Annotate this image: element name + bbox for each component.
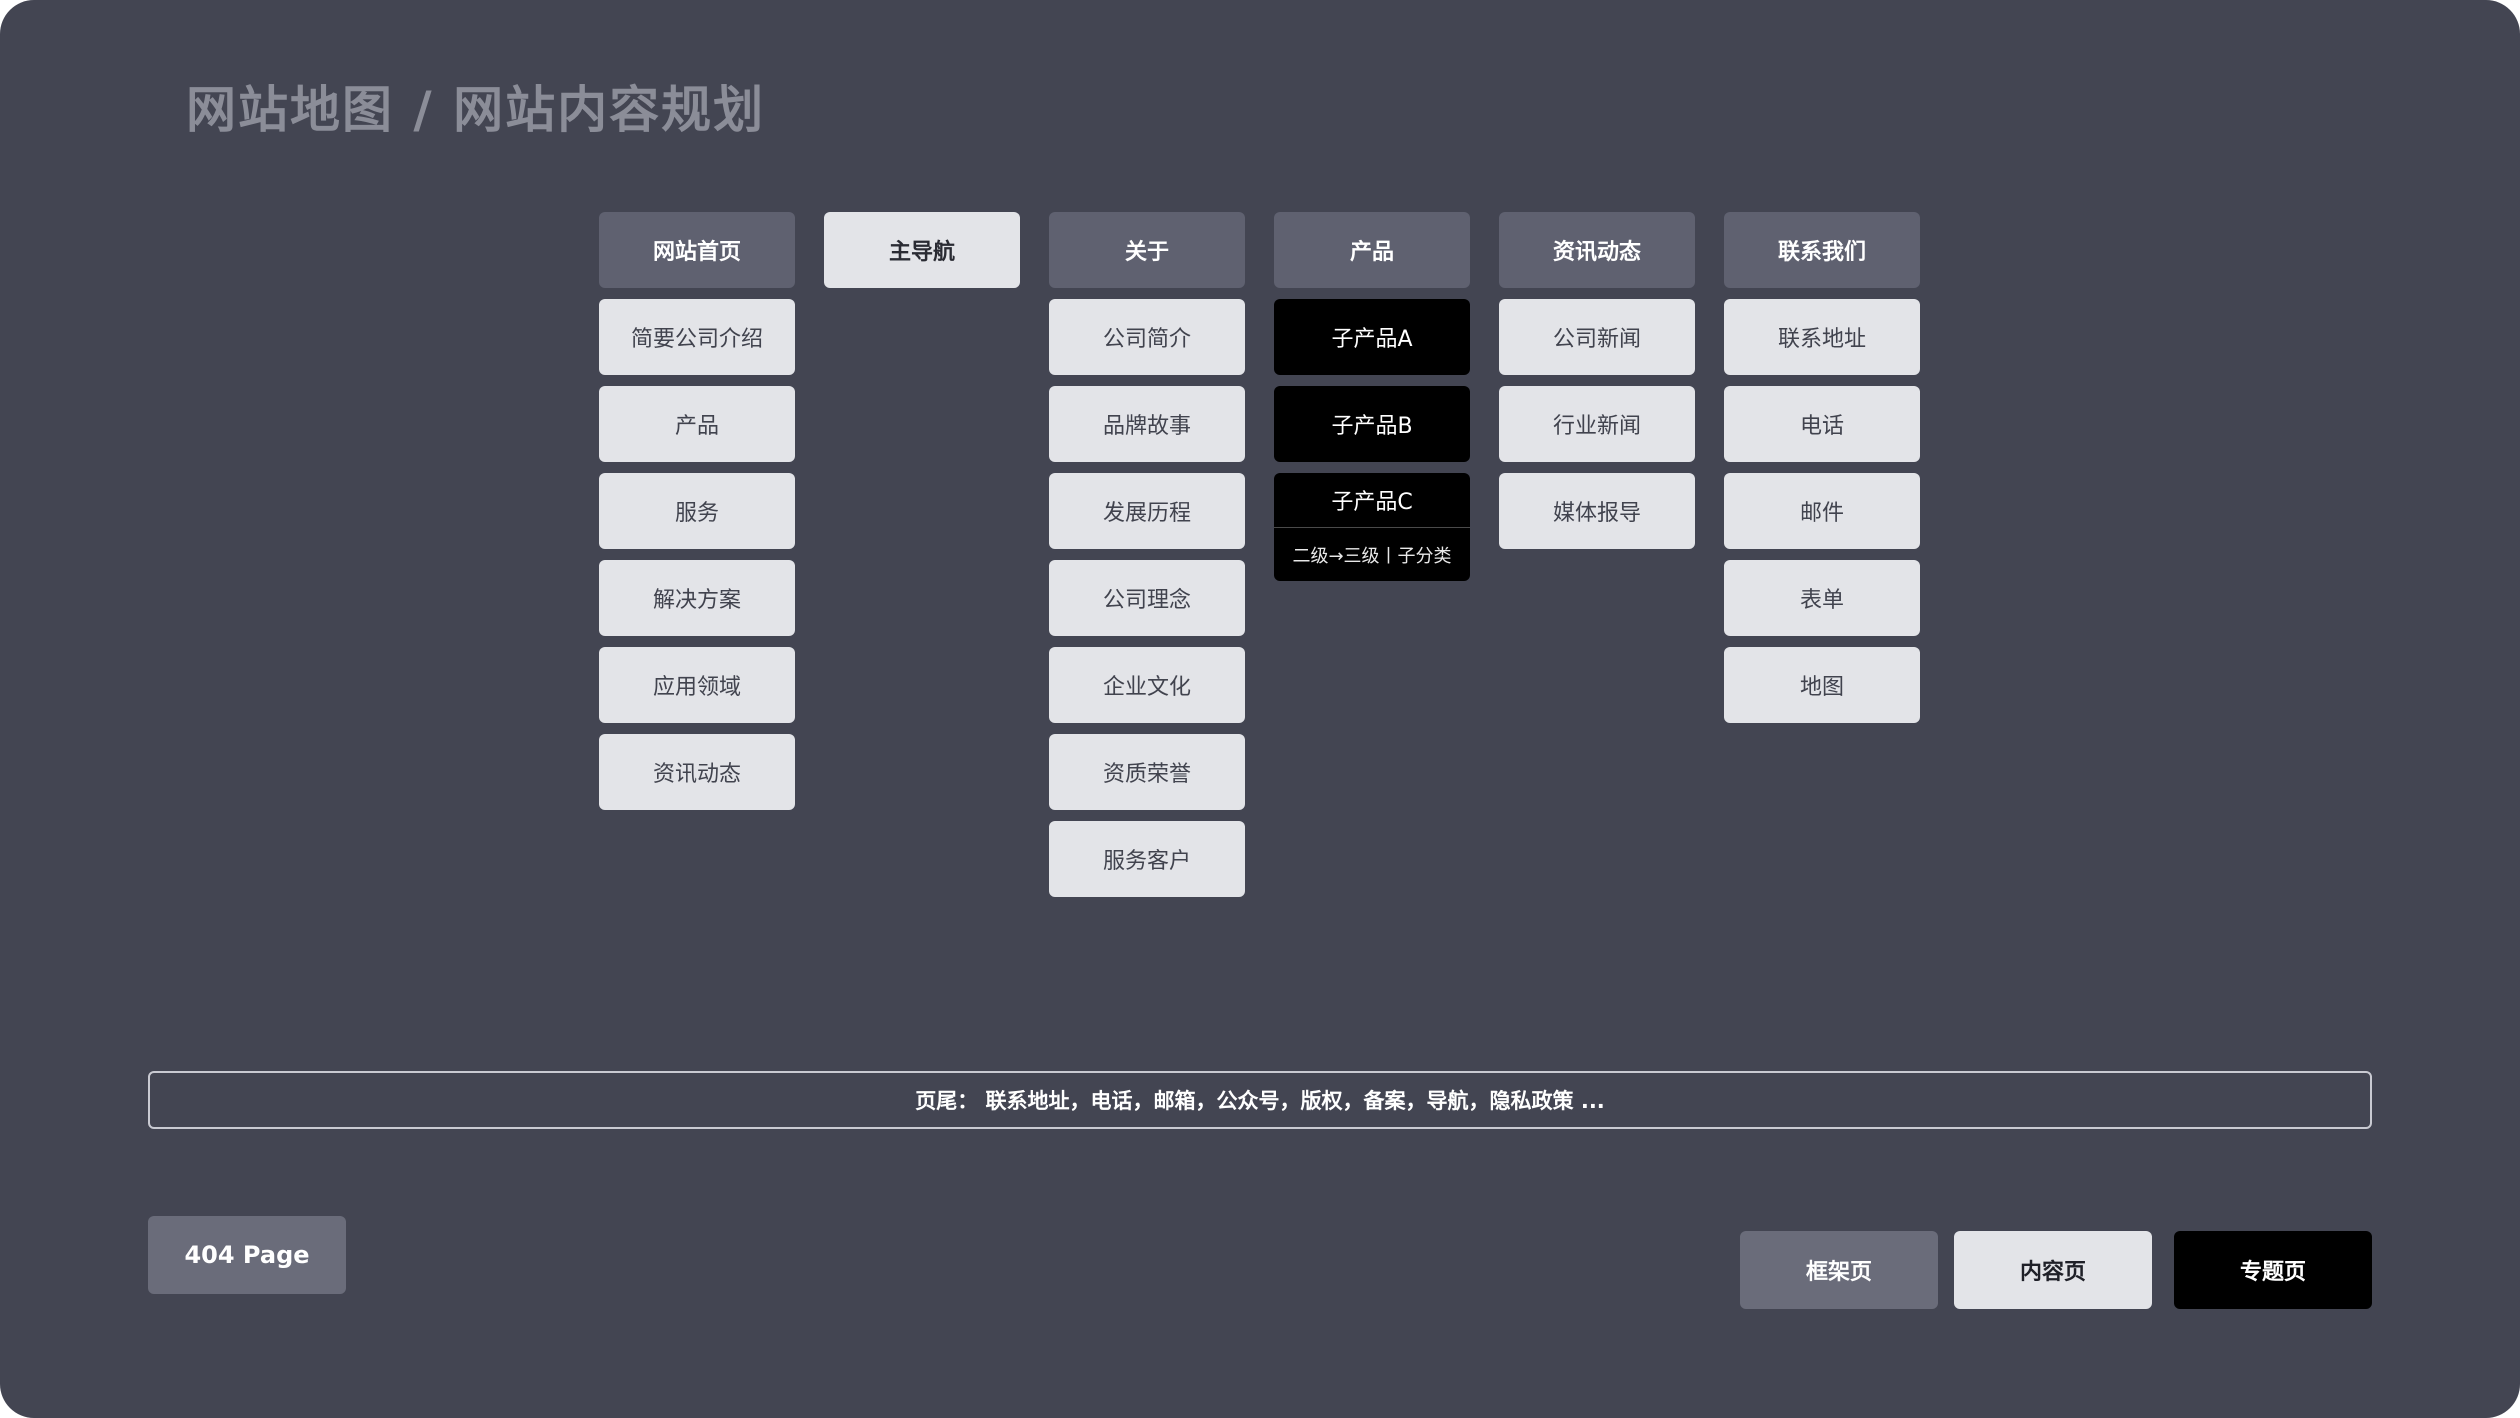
column-news: 资讯动态 公司新闻 行业新闻 媒体报导	[1499, 212, 1695, 560]
column-home: 网站首页 简要公司介绍 产品 服务 解决方案 应用领域 资讯动态	[599, 212, 795, 821]
node-about-item[interactable]: 品牌故事	[1049, 386, 1245, 462]
page-404-node[interactable]: 404 Page	[148, 1216, 346, 1294]
node-about-item[interactable]: 企业文化	[1049, 647, 1245, 723]
node-contact-item[interactable]: 地图	[1724, 647, 1920, 723]
node-home-item[interactable]: 解决方案	[599, 560, 795, 636]
node-home-item[interactable]: 资讯动态	[599, 734, 795, 810]
node-about-item[interactable]: 公司简介	[1049, 299, 1245, 375]
subcategory-note: 二级→三级丨子分类	[1292, 545, 1452, 567]
node-subproduct[interactable]: 子产品A	[1274, 299, 1470, 375]
node-about-item[interactable]: 服务客户	[1049, 821, 1245, 897]
column-products: 产品 子产品A 子产品B 子产品C 二级→三级丨子分类	[1274, 212, 1470, 592]
node-news-item[interactable]: 行业新闻	[1499, 386, 1695, 462]
node-contact-item[interactable]: 电话	[1724, 386, 1920, 462]
footer-node[interactable]: 页尾： 联系地址，电话，邮箱，公众号，版权，备案，导航，隐私政策 ...	[148, 1071, 2372, 1129]
node-home-item[interactable]: 应用领域	[599, 647, 795, 723]
node-home-item[interactable]: 简要公司介绍	[599, 299, 795, 375]
node-home-item[interactable]: 服务	[599, 473, 795, 549]
node-products-header[interactable]: 产品	[1274, 212, 1470, 288]
node-subproduct[interactable]: 子产品B	[1274, 386, 1470, 462]
node-about-item[interactable]: 公司理念	[1049, 560, 1245, 636]
node-news-header[interactable]: 资讯动态	[1499, 212, 1695, 288]
node-news-item[interactable]: 媒体报导	[1499, 473, 1695, 549]
legend-content-page: 内容页	[1954, 1231, 2152, 1309]
node-home-header[interactable]: 网站首页	[599, 212, 795, 288]
node-subproduct-with-subcategory[interactable]: 子产品C 二级→三级丨子分类	[1274, 473, 1470, 581]
legend-frame-page: 框架页	[1740, 1231, 1938, 1309]
node-about-item[interactable]: 发展历程	[1049, 473, 1245, 549]
page-title: 网站地图 / 网站内容规划	[186, 81, 766, 139]
node-main-nav-header[interactable]: 主导航	[824, 212, 1020, 288]
node-about-header[interactable]: 关于	[1049, 212, 1245, 288]
node-contact-header[interactable]: 联系我们	[1724, 212, 1920, 288]
node-news-item[interactable]: 公司新闻	[1499, 299, 1695, 375]
node-subproduct-label: 子产品C	[1274, 473, 1470, 528]
column-contact: 联系我们 联系地址 电话 邮件 表单 地图	[1724, 212, 1920, 734]
column-about: 关于 公司简介 品牌故事 发展历程 公司理念 企业文化 资质荣誉 服务客户	[1049, 212, 1245, 908]
node-contact-item[interactable]: 联系地址	[1724, 299, 1920, 375]
node-contact-item[interactable]: 表单	[1724, 560, 1920, 636]
legend-special-page: 专题页	[2174, 1231, 2372, 1309]
node-about-item[interactable]: 资质荣誉	[1049, 734, 1245, 810]
column-main-nav: 主导航	[824, 212, 1020, 299]
node-home-item[interactable]: 产品	[599, 386, 795, 462]
node-contact-item[interactable]: 邮件	[1724, 473, 1920, 549]
